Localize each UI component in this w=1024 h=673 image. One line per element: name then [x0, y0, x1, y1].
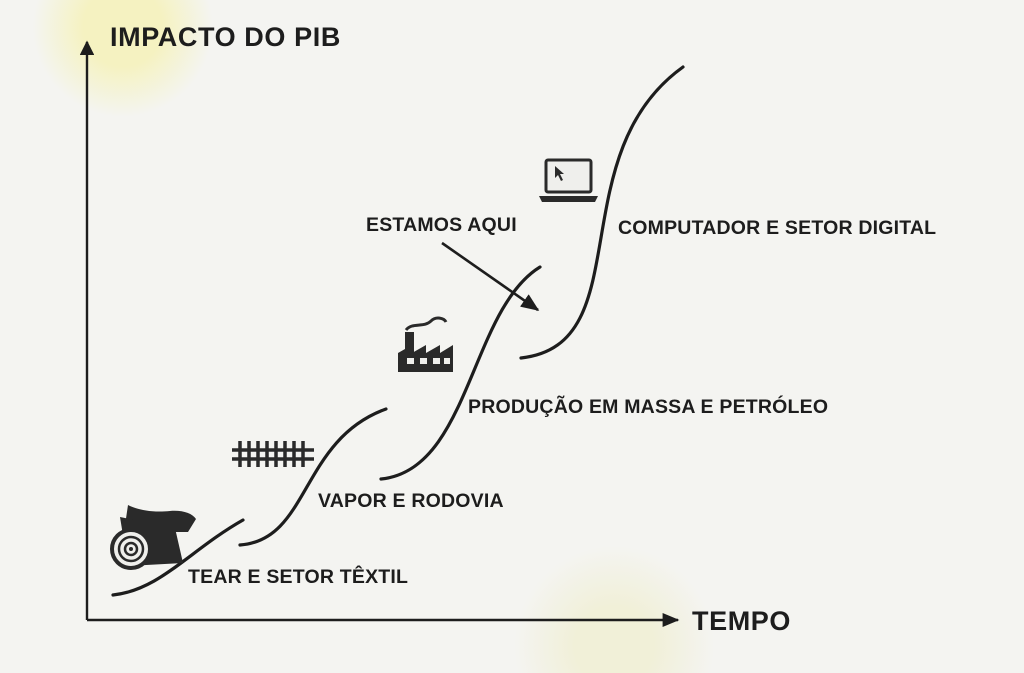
- wave-curves: [111, 65, 685, 597]
- axes: [79, 40, 680, 627]
- wave-curve-mass-production: [379, 265, 542, 481]
- stage-label-textile: TEAR E SETOR TÊXTIL: [188, 566, 409, 588]
- stage-label-digital: COMPUTADOR E SETOR DIGITAL: [618, 217, 937, 239]
- stage-label-mass-production: PRODUÇÃO EM MASSA E PETRÓLEO: [468, 396, 829, 418]
- laptop-icon: [539, 158, 598, 202]
- wave-curve-textile: [111, 518, 245, 597]
- railway-track-icon: [232, 441, 314, 467]
- wave-curve-digital: [519, 65, 685, 360]
- cursor-icon: [555, 166, 564, 181]
- y-axis-title: IMPACTO DO PIB: [110, 22, 341, 52]
- wave-curve-steam: [238, 407, 388, 547]
- we-are-here-arrow: [441, 241, 540, 312]
- fabric-roll-icon: [110, 505, 196, 570]
- we-are-here-label: ESTAMOS AQUI: [366, 214, 517, 236]
- x-axis-title: TEMPO: [692, 606, 792, 636]
- stage-label-steam: VAPOR E RODOVIA: [318, 490, 504, 512]
- factory-icon: [398, 316, 453, 372]
